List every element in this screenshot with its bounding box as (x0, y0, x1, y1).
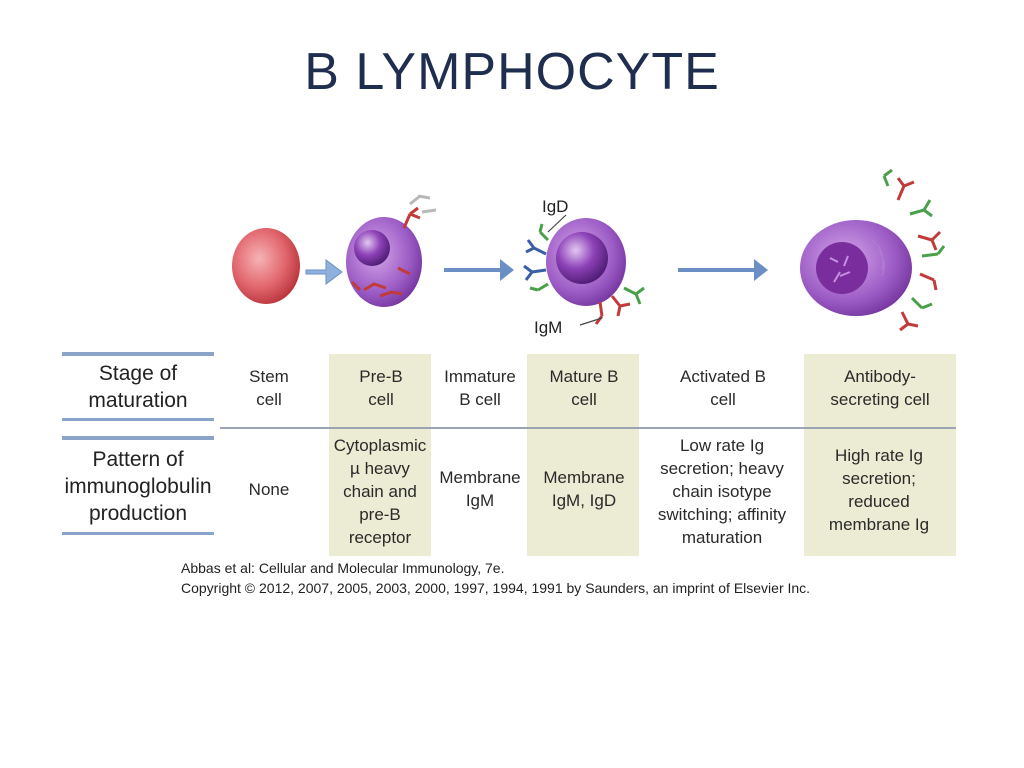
column-highlight-antibody-secreting (804, 354, 956, 556)
stem-cell-illustration (232, 228, 300, 304)
row-header-stage: Stage of maturation (88, 362, 188, 412)
pattern-antibody-secreting-cell: High rate Ig secretion; reduced membrane… (828, 446, 930, 534)
rule-stage-top (62, 352, 214, 356)
column-highlight-pre-b (329, 354, 431, 556)
pattern-pre-b-cell: Cytoplasmic µ heavy chain and pre-B rece… (333, 435, 427, 547)
stage-immature-b-cell: Immature B cell (444, 367, 516, 409)
rule-stage-bottom (62, 418, 214, 421)
arrow-icon (444, 259, 514, 281)
rule-pattern-top (62, 436, 214, 440)
igd-label: IgD (542, 197, 568, 216)
antibody-secreting-cell-illustration (800, 168, 946, 332)
row-header-pattern: Pattern of immunoglobulin production (64, 447, 212, 525)
igm-label: IgM (534, 318, 562, 337)
rule-pattern-bottom (62, 532, 214, 535)
stage-antibody-secreting-cell: Antibody-secreting cell (830, 367, 930, 409)
arrow-icon (305, 259, 343, 285)
credit-copyright: Copyright © 2012, 2007, 2005, 2003, 2000… (181, 580, 811, 596)
arrow-icon (678, 259, 768, 281)
slide-title: B LYMPHOCYTE (304, 43, 720, 101)
mature-b-cell-illustration (523, 214, 645, 326)
pattern-stem-cell: None (248, 479, 290, 499)
stage-activated-b-cell: Activated B cell (680, 367, 766, 409)
credit-source: Abbas et al: Cellular and Molecular Immu… (181, 560, 505, 576)
stage-stem-cell: Stem cell (249, 367, 289, 409)
pattern-immature-b-cell: Membrane IgM (439, 468, 521, 510)
column-highlight-mature-b (527, 354, 639, 556)
pattern-activated-b-cell: Low rate Ig secretion; heavy chain isoty… (657, 435, 787, 547)
stage-pre-b-cell: Pre-B cell (359, 367, 403, 409)
stage-mature-b-cell: Mature B cell (549, 367, 619, 409)
pre-b-cell-illustration (346, 194, 437, 307)
pattern-mature-b-cell: Membrane IgM, IgD (543, 468, 625, 510)
rule-table-divider (220, 427, 956, 429)
